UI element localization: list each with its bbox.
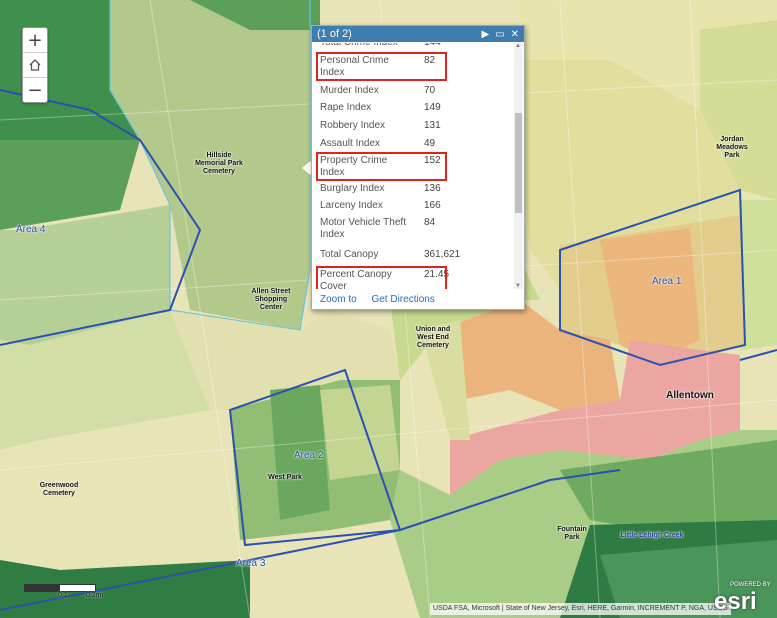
scroll-down-icon[interactable]: ▼ [515,283,521,289]
label-area2: Area 2 [294,450,324,461]
scroll-up-icon[interactable]: ▲ [515,43,521,49]
label-hillside: Hillside Memorial Park Cemetery [195,152,243,175]
home-icon [29,59,41,71]
tract-center [170,310,400,410]
popup-field-label: Rape Index [320,102,372,113]
info-popup: (1 of 2) ▶ ▭ ✕ Total Crime Index 144Perso… [311,25,525,310]
area4-boundary [0,89,202,346]
popup-field-value: 21.45 [424,269,450,280]
tract-hillside [110,0,310,330]
tract-w2 [0,205,170,345]
popup-field-value: 82 [424,55,436,66]
tract-greenwood [0,410,250,570]
popup-field-label: Robbery Index [320,120,386,131]
close-icon[interactable]: ✕ [510,28,519,40]
popup-field-label: Larceny Index [320,200,383,211]
popup-field-label: Personal Crime Index [320,55,389,78]
esri-powered-by: POWERED BY [730,582,771,588]
scale-label-right: 0.2mi [86,592,104,599]
popup-field-value: 144 [424,43,441,49]
popup-counter: (1 of 2) [317,28,352,40]
scroll-thumb[interactable] [515,113,522,213]
scale-label-left: 0.1 [58,592,68,599]
popup-field-label: Total Canopy [320,249,379,260]
popup-field-label: Total Crime Index [320,43,408,49]
popup-header: (1 of 2) ▶ ▭ ✕ [312,26,524,42]
zoom-controls: + − [22,27,48,103]
label-union-west: Union and West End Cemetery [415,326,451,349]
next-feature-icon[interactable]: ▶ [481,28,490,40]
get-directions-link[interactable]: Get Directions [371,294,435,305]
popup-scrollbar[interactable]: ▲ ▼ [514,43,523,289]
label-west-park: West Park [268,474,302,481]
zoom-to-link[interactable]: Zoom to [320,294,357,305]
popup-field-value: 136 [424,183,441,194]
tract-sw1 [0,310,210,450]
home-button[interactable] [23,53,47,78]
tract-w [0,140,140,230]
popup-field-value: 361,621 [424,249,461,260]
popup-field-value: 131 [424,120,441,131]
popup-field-label: Murder Index [320,85,379,96]
popup-field-value: 152 [424,155,441,166]
popup-pointer [302,160,312,176]
highlight-box [316,152,447,181]
zoom-in-button[interactable]: + [23,28,47,53]
label-greenwood: Greenwood Cemetery [39,482,79,497]
maximize-icon[interactable]: ▭ [495,28,505,40]
popup-field-value: 166 [424,200,441,211]
esri-logo: esri [714,588,757,615]
popup-body[interactable]: Total Crime Index 144Personal Crime Index… [312,43,513,289]
popup-field-value: 70 [424,85,436,96]
tract-sw-dark [0,560,250,618]
label-area3: Area 3 [236,558,266,569]
zoom-out-button[interactable]: − [27,79,43,101]
popup-field-label: Assault Index [320,138,381,149]
popup-field-label: Percent Canopy Cover [320,269,392,289]
tract-orange [440,300,620,410]
popup-field-label: Property Crime Index [320,155,388,178]
label-allen-street: Allen Street Shopping Center [251,288,291,311]
popup-field-value: 49 [424,138,436,149]
popup-footer: Zoom to Get Directions [320,294,447,305]
highlight-box [316,266,447,289]
popup-field-value: 149 [424,102,441,113]
label-little-lehigh: Little Lehigh Creek [620,532,684,539]
popup-field-value: 84 [424,217,436,228]
popup-field-label: Burglary Index [320,183,385,194]
label-jordan-park: Jordan Meadows Park [716,136,748,159]
highlight-box [316,52,447,81]
label-allentown: Allentown [666,390,714,401]
label-area1: Area 1 [652,276,682,287]
label-fountain-park: Fountain Park [557,526,587,541]
popup-field-label: Motor Vehicle Theft Index [320,217,406,240]
area1-boundary [559,188,747,367]
label-area4: Area 4 [16,224,46,235]
scale-bar [24,584,96,592]
attribution: USDA FSA, Microsoft | State of New Jerse… [430,603,731,615]
